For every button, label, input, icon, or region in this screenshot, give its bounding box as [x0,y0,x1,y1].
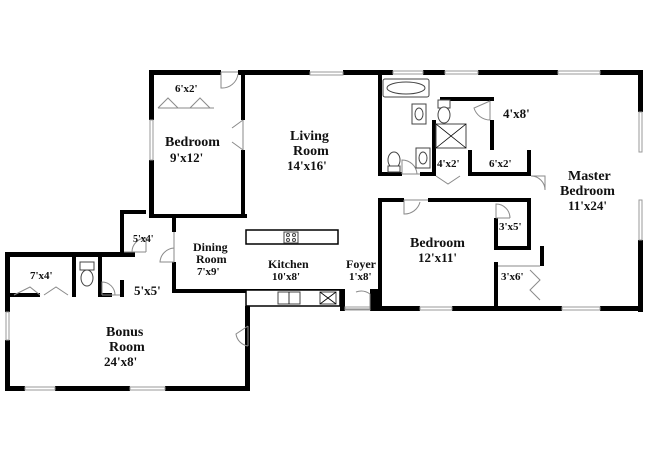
bedroom-nw-dim: 9'x12' [170,150,203,165]
bedroom-south-dim: 12'x11' [418,250,457,265]
closet-4x2-dim: 4'x2' [437,158,460,170]
bath-5x5-dim: 5'x5' [134,283,161,298]
bonus-room-dim: 24'x8' [104,354,137,369]
foyer-name: Foyer [346,257,377,271]
closet-3x5-dim: 3'x5' [499,221,522,233]
windows [5,70,643,391]
toilet-icon-2 [79,261,95,271]
closet-3x6-dim: 3'x6' [501,271,524,283]
room-labels: 6'x2' Bedroom 9'x12' Living Room 14'x16'… [30,83,615,369]
fixtures [79,78,467,307]
master-bedroom-name-2: Bedroom [560,184,615,199]
living-room-name-2: Room [293,144,329,159]
kitchen-dim: 10'x8' [272,271,300,283]
closet-4x8-dim: 4'x8' [503,106,530,121]
closet-5x4-dim: 5'x4' [133,234,154,245]
master-bedroom-name-1: Master [568,169,611,184]
closet-6x2-dim: 6'x2' [489,158,512,170]
doors [13,71,546,347]
closet-7x4-dim: 7'x4' [30,270,53,282]
living-room-name-1: Living [290,129,329,144]
foyer-dim: 1'x8' [349,271,372,283]
walls [5,70,643,391]
stove-icon [283,231,299,244]
bonus-room-name-1: Bonus [106,325,144,340]
dining-room-name-2: Room [196,252,227,266]
dining-room-name-1: Dining [193,240,228,254]
living-room-dim: 14'x16' [287,158,327,173]
bedroom-south-name: Bedroom [410,236,465,251]
bedroom-nw-name: Bedroom [165,135,220,150]
bonus-room-name-2: Room [109,340,145,355]
dining-room-dim: 7'x9' [197,266,220,278]
master-bedroom-dim: 11'x24' [568,198,607,213]
kitchen-name: Kitchen [268,257,309,271]
closet-nw-dim: 6'x2' [175,83,198,95]
